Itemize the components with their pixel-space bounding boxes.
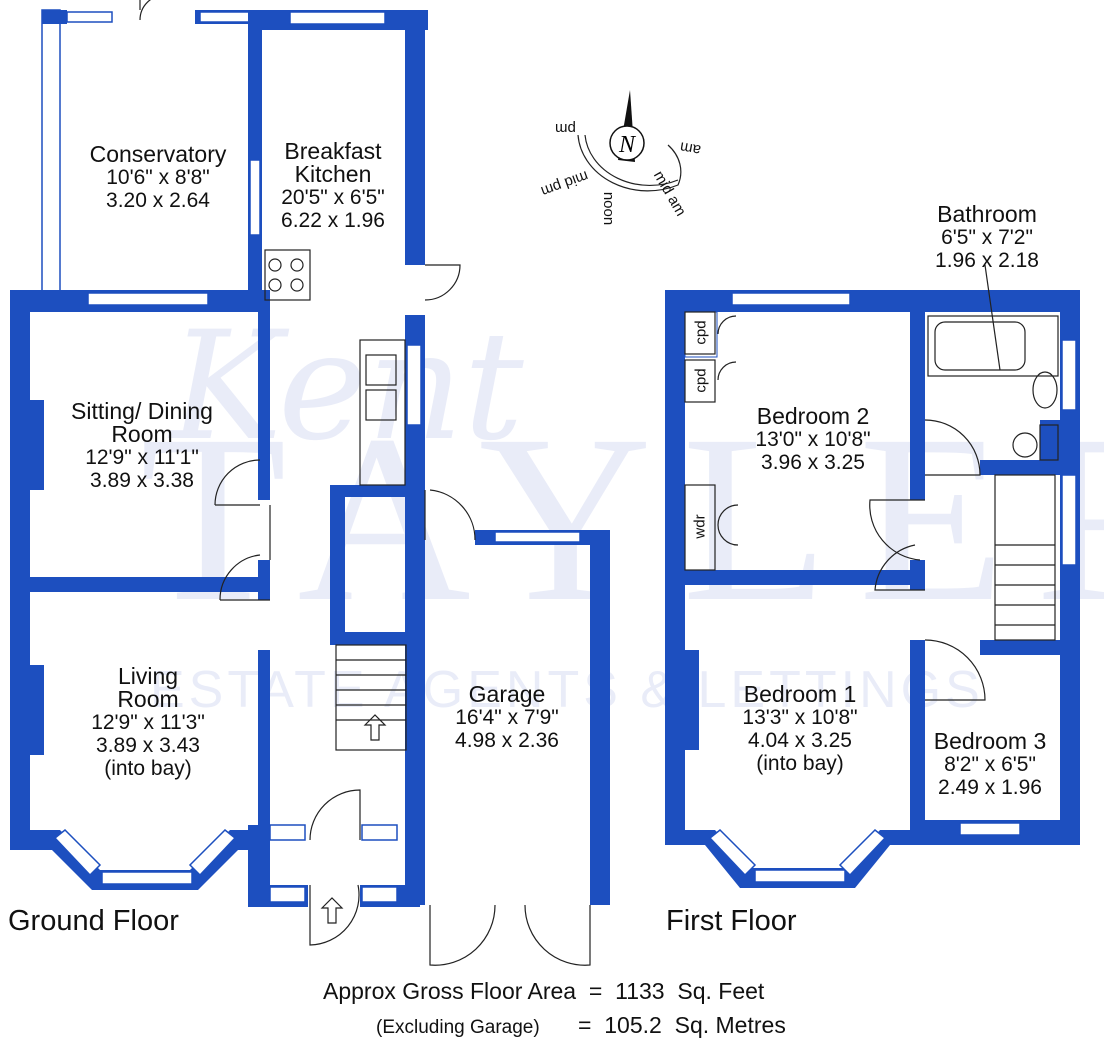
area-line-2: (Excluding Garage) = 105.2 Sq. Metres [376,1012,786,1039]
area-note: (Excluding Garage) [376,1017,540,1038]
compass-label-pm: pm [555,120,576,137]
area-line-1: Approx Gross Floor Area = 1133 Sq. Feet [323,978,764,1005]
ground-floor-title: Ground Floor [8,905,179,937]
cupboard-label: cpd [692,368,710,393]
wardrobe-label: wdr [691,514,709,539]
area-eq: = [588,978,603,1004]
area-unit: Sq. Metres [674,1012,786,1038]
watermark-tagline: ESTATE AGENTS & LETTINGS [150,661,984,719]
compass-north: N [618,132,637,158]
area-eq: = [578,1012,592,1038]
area-sqft: 1133 [615,978,665,1004]
first-floor-title: First Floor [666,905,797,937]
watermark-name: TAYLER [140,385,1104,651]
area-sqm: 105.2 [604,1012,662,1038]
ground-floor-walls [10,0,610,966]
watermark-script: Kent [170,300,524,474]
compass-icon: N [577,90,682,192]
area-unit: Sq. Feet [677,978,765,1004]
first-floor-walls [665,264,1080,888]
area-label: Approx Gross Floor Area [323,978,577,1004]
compass-label-am: am [678,138,703,159]
compass-label-noon: noon [600,191,618,226]
cupboard-label: cpd [692,320,710,345]
